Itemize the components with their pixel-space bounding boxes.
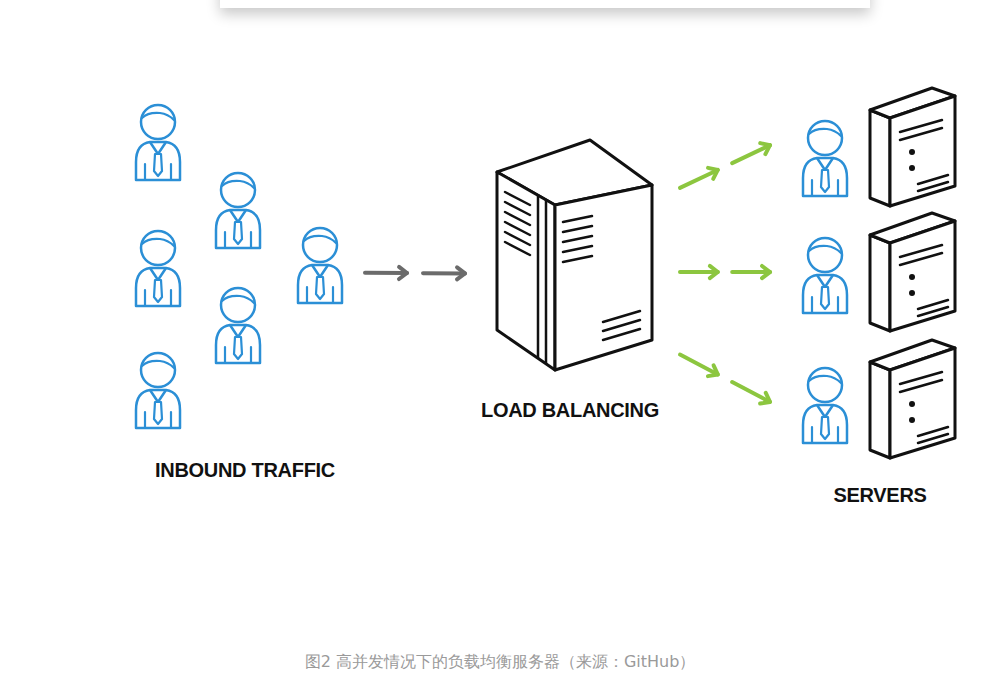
person-icon: [136, 105, 180, 180]
person-icon: [803, 121, 847, 196]
arrow-head: [760, 393, 770, 404]
person-icon: [298, 228, 342, 303]
inbound-people: [136, 105, 342, 428]
arrow-head: [399, 267, 407, 279]
server-tower: [870, 213, 955, 331]
load-balancer-server: [497, 140, 652, 370]
figure-caption: 图2 高并发情况下的负载均衡服务器（来源：GitHub）: [0, 652, 1000, 673]
flow-arrow: [365, 267, 465, 279]
arrow-head: [457, 267, 465, 279]
server-towers: [870, 88, 955, 458]
top-shadow: [220, 0, 870, 8]
node-label: LOAD BALANCING: [481, 399, 659, 422]
flow-arrow: [680, 143, 770, 188]
arrow-head: [762, 266, 770, 278]
server-people: [803, 121, 847, 443]
person-icon: [136, 353, 180, 428]
arrow-head: [760, 143, 770, 154]
flow-arrow: [680, 355, 770, 404]
node-label: INBOUND TRAFFIC: [155, 459, 335, 482]
arrow-head: [708, 168, 718, 179]
diagram-node: LOAD BALANCING: [470, 140, 670, 430]
flow-arrow: [680, 266, 770, 278]
arrow-head: [708, 365, 718, 376]
arrow-stroke: [732, 270, 770, 274]
diagram-node: INBOUND TRAFFIC: [130, 95, 360, 490]
person-icon: [216, 288, 260, 363]
person-icon: [803, 238, 847, 313]
arrow-stroke: [680, 270, 718, 274]
person-icon: [216, 173, 260, 248]
person-icon: [803, 368, 847, 443]
server-tower: [870, 88, 955, 206]
arrow-stroke: [423, 271, 465, 275]
server-tower: [870, 340, 955, 458]
person-icon: [136, 231, 180, 306]
arrow-stroke: [365, 271, 407, 275]
diagram-node: SERVERS: [795, 85, 965, 515]
arrow-head: [710, 266, 718, 278]
node-label: SERVERS: [833, 484, 926, 507]
